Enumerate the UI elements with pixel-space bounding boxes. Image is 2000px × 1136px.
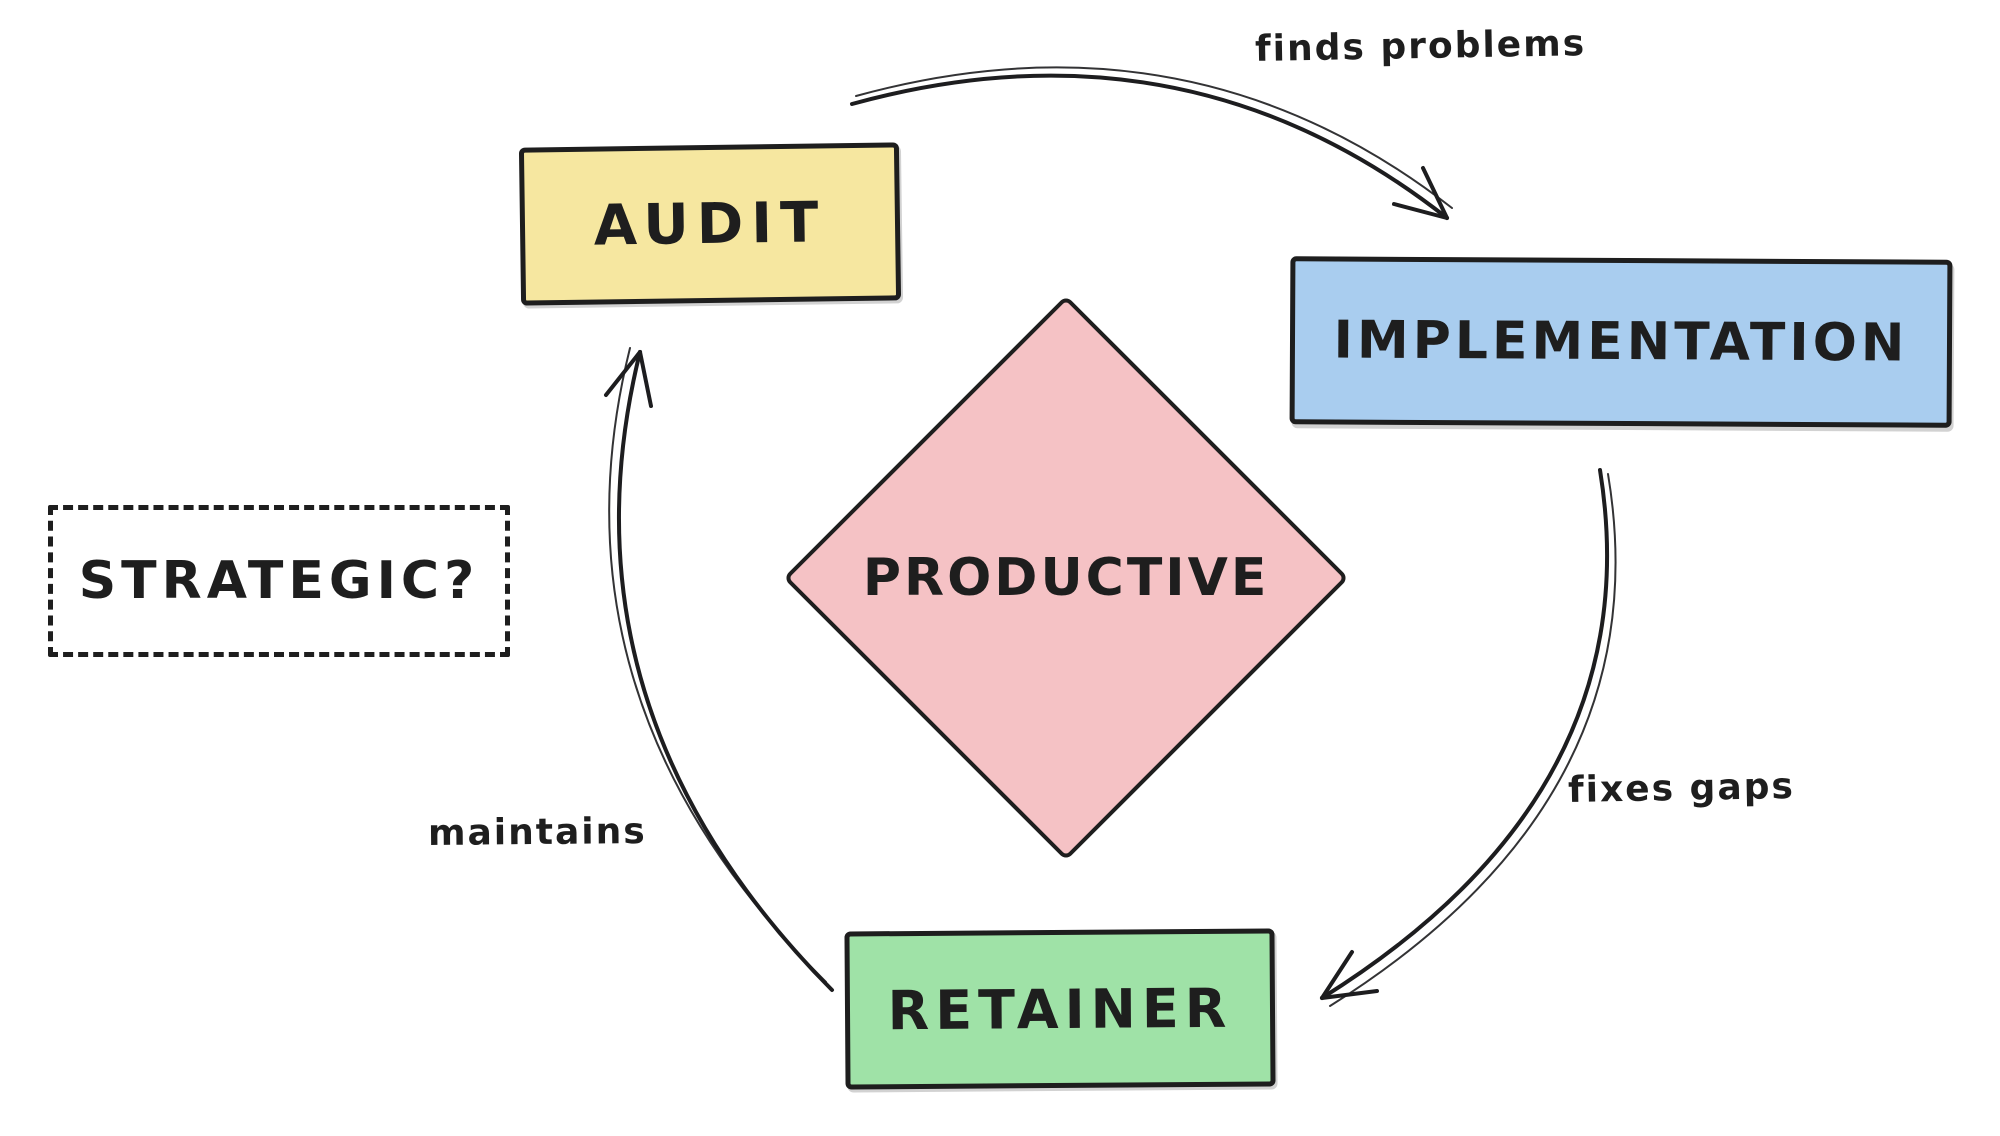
node-productive-label: PRODUCTIVE: [862, 548, 1270, 608]
node-implementation-label: IMPLEMENTATION: [1333, 310, 1909, 374]
edge-label-finds-problems: finds problems: [1254, 23, 1587, 70]
arrow-retainer-to-audit: [604, 347, 834, 992]
arrow-audit-to-implementation: [850, 66, 1453, 220]
node-audit: AUDIT: [518, 142, 902, 306]
node-audit-label: AUDIT: [593, 189, 827, 259]
node-strategic: STRATEGIC?: [48, 505, 510, 657]
node-retainer-label: RETAINER: [887, 976, 1233, 1042]
arrow-implementation-to-retainer: [1320, 468, 1617, 1007]
node-implementation: IMPLEMENTATION: [1289, 256, 1953, 428]
edge-label-maintains: maintains: [427, 811, 647, 854]
edge-label-fixes-gaps: fixes gaps: [1567, 766, 1796, 811]
node-retainer: RETAINER: [844, 928, 1276, 1090]
node-strategic-label: STRATEGIC?: [78, 551, 480, 611]
